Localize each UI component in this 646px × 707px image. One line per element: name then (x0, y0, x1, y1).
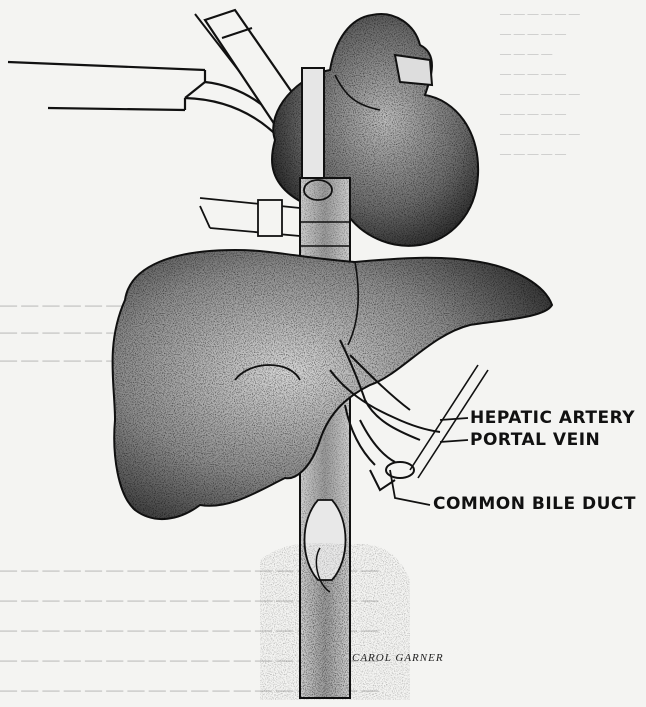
lower-shading (260, 543, 410, 700)
leader-portal-vein (440, 440, 468, 442)
label-common-bile-duct: COMMON BILE DUCT (433, 494, 636, 514)
artist-signature: CAROL GARNER (352, 652, 444, 664)
label-hepatic-artery: HEPATIC ARTERY (470, 408, 635, 428)
label-portal-vein: PORTAL VEIN (470, 430, 600, 450)
